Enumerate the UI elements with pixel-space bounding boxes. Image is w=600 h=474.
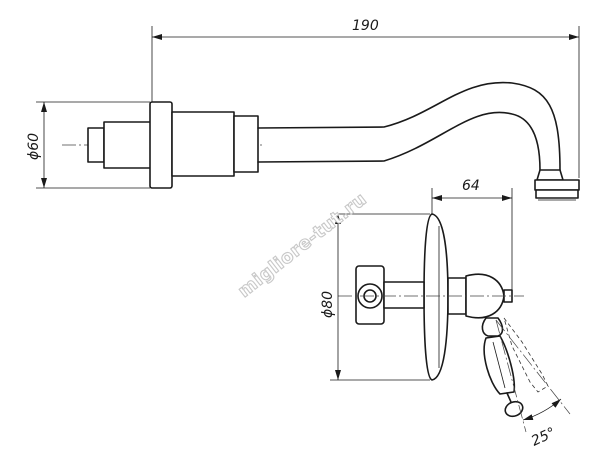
dimension-angle-25: 25° xyxy=(522,398,562,450)
dimension-diameter-60: ϕ60 xyxy=(26,101,150,189)
valve-wall-plate xyxy=(423,213,449,381)
spout-wall-flange xyxy=(149,101,173,189)
spout-body xyxy=(171,111,235,177)
spout-aerator-top xyxy=(534,179,580,191)
handle-neck xyxy=(506,392,512,403)
angle-arc xyxy=(522,398,562,421)
dimension-label-190: 190 xyxy=(352,18,379,34)
spout-collar xyxy=(233,115,259,173)
dimension-label-diameter-60: ϕ60 xyxy=(26,133,42,160)
valve-view xyxy=(338,213,571,433)
dimension-diameter-80: ϕ80 xyxy=(320,213,430,381)
dimension-depth-64: 64 xyxy=(431,178,513,290)
spout-threaded-end xyxy=(87,127,105,163)
handle-knob xyxy=(504,400,524,418)
spout-aerator-neck xyxy=(536,169,564,181)
handle-rotated-outline xyxy=(503,317,549,393)
spout-view xyxy=(62,81,580,201)
spout-aerator-bottom xyxy=(535,189,579,199)
spout-pipe xyxy=(257,81,561,171)
handle-lever-highlight xyxy=(492,341,506,389)
valve-cartridge xyxy=(383,281,425,309)
dimension-length-190: 190 xyxy=(151,18,580,178)
dimension-label-angle-25: 25° xyxy=(529,425,558,450)
spout-connector xyxy=(103,121,153,169)
handle-axis xyxy=(495,319,527,433)
handle-rotated-axis xyxy=(495,319,571,415)
watermark-text: migliore-tut.ru xyxy=(234,189,371,302)
dimension-label-diameter-80: ϕ80 xyxy=(320,291,336,318)
dimension-label-64: 64 xyxy=(462,178,480,194)
